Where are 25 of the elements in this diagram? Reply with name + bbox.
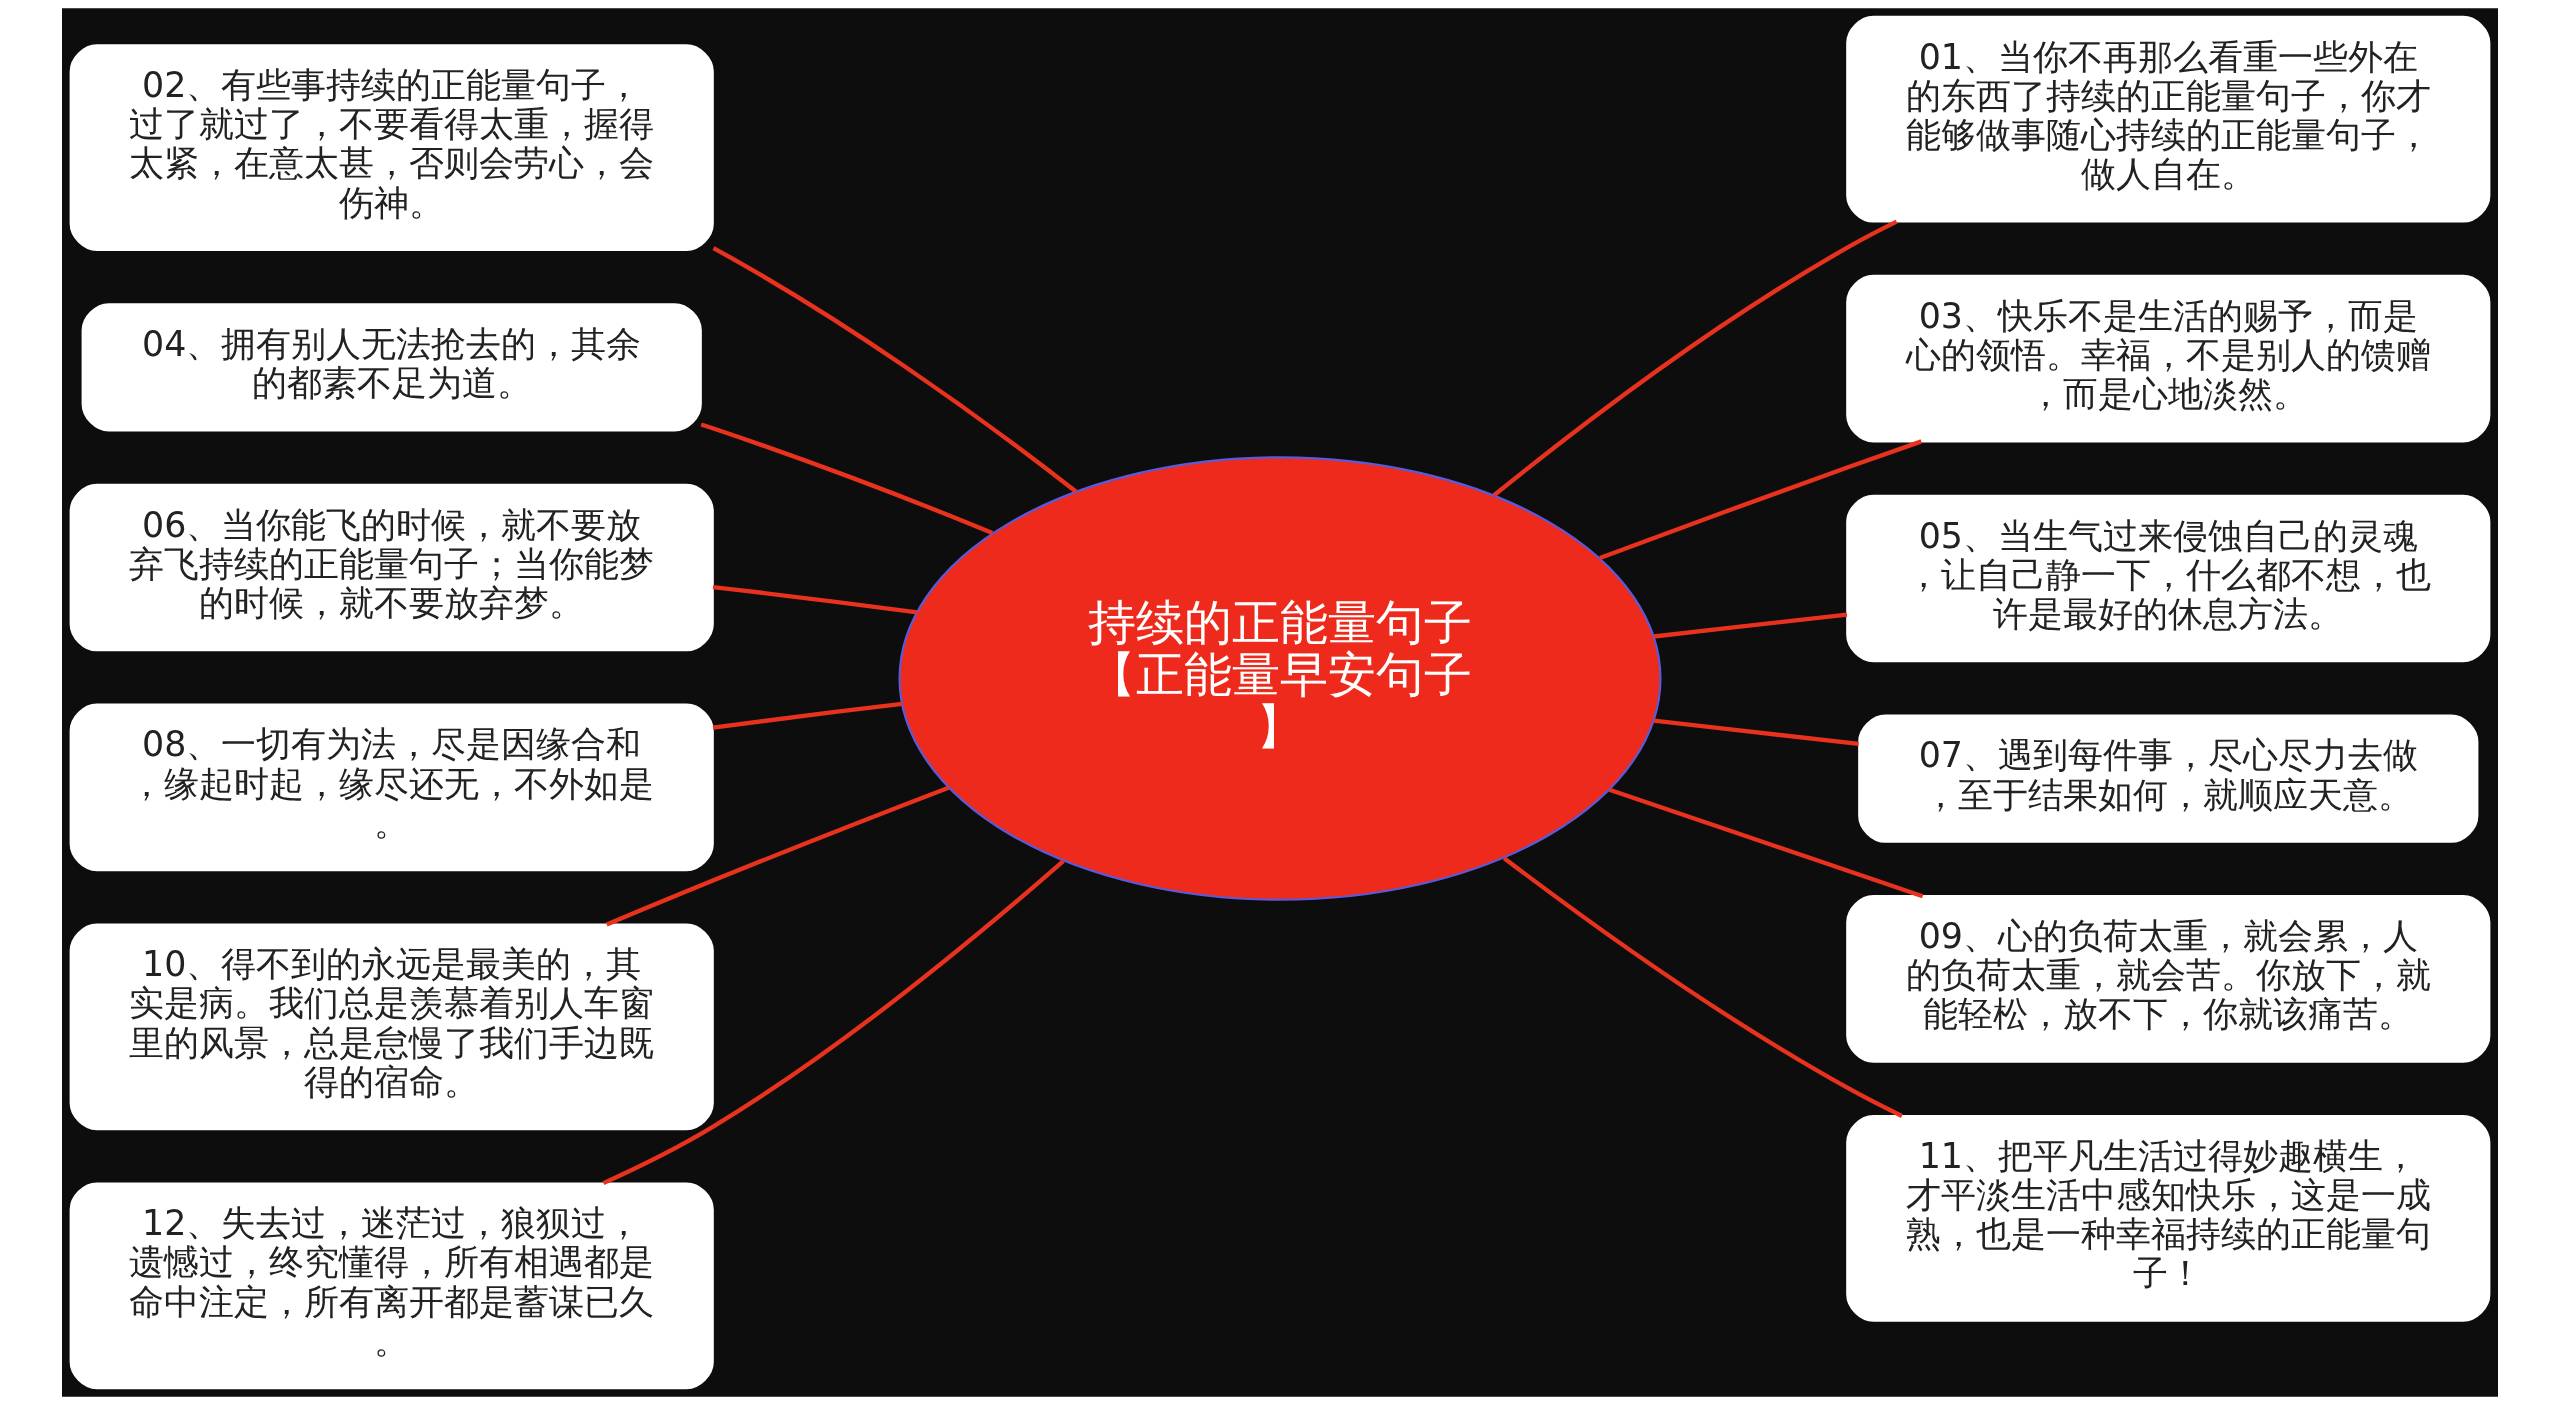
node-ellipse: 持续的正能量句子【正能量早安句子】 [898,456,1662,901]
node-box: 07、遇到每件事，尽心尽力去做，至于结果如何，就顺应天意。 [1858,714,2479,843]
connector [712,585,918,615]
node-box: 11、把平凡生活过得妙趣横生，才平淡生活中感知快乐，这是一成熟，也是一种幸福持续的正能量句子！ [1846,1114,2491,1322]
node-box: 09、心的负荷太重，就会累，人的负荷太重，就会苦。你放下，就能轻松，放不下，你就该痛苦。 [1846,895,2491,1063]
connector [1608,787,1924,899]
connector [712,701,903,730]
node-box: 02、有些事持续的正能量句子，过了就过了，不要看得太重，握得太紧，在意太甚，否则会劳心，会伤神。 [69,44,714,251]
node-box: 06、当你能飞的时候，就不要放弃飞持续的正能量句子；当你能梦的时候，就不要放弃梦。 [69,483,714,652]
node-box: 04、拥有别人无法抢去的，其余的都素不足为道。 [81,303,702,432]
connector [1492,219,1898,497]
connector [700,422,994,535]
connector [1653,612,1848,639]
connector [712,246,1078,494]
node-box: 08、一切有为法，尽是因缘合和，缘起时起，缘尽还无，不外如是。 [69,703,714,872]
connector [1653,718,1859,746]
node-box: 03、快乐不是生活的赐予，而是心的领悟。幸福，不是别人的馈赠，而是心地淡然。 [1846,274,2491,443]
connector [602,859,1065,1186]
connector [1599,439,1922,561]
node-box: 01、当你不再那么看重一些外在的东西了持续的正能量句子，你才能够做事随心持续的正能量句子，做人自在。 [1846,15,2491,223]
connector [1502,856,1903,1118]
node-box: 12、失去过，迷茫过，狼狈过，遗憾过，终究懂得，所有相遇都是命中注定，所有离开都是蓄谋已久。 [69,1182,714,1390]
node-box: 05、当生气过来侵蚀自己的灵魂，让自己静一下，什么都不想，也许是最好的休息方法。 [1846,494,2491,663]
connector [605,785,950,927]
node-box: 10、得不到的永远是最美的，其实是病。我们总是羡慕着别人车窗里的风景，总是怠慢了我们手边既得的宿命。 [69,923,714,1131]
